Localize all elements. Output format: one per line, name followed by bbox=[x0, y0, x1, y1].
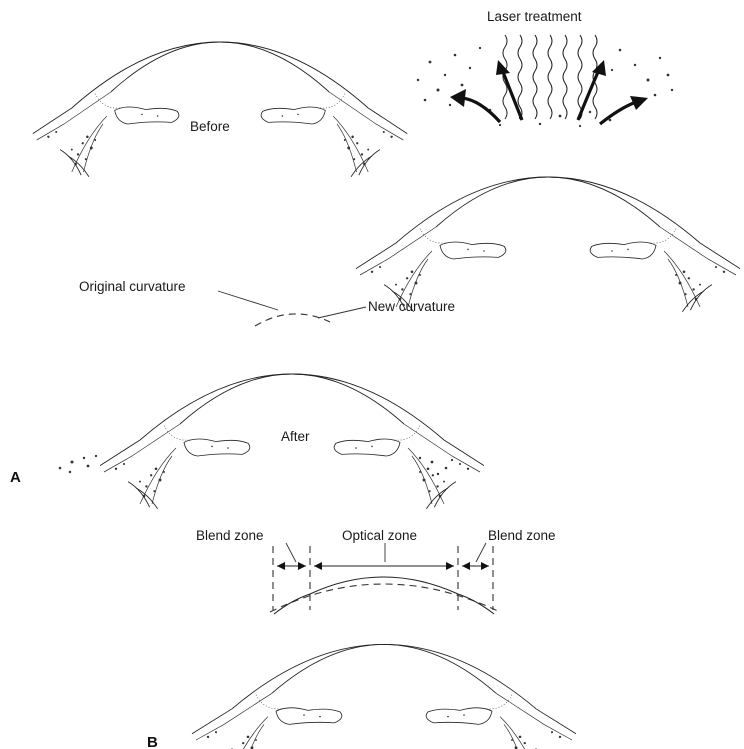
laser-treatment-label: Laser treatment bbox=[487, 9, 582, 24]
eye-cross-section-icon bbox=[356, 177, 740, 312]
eye-zones-figure bbox=[192, 644, 576, 749]
eye-cross-section-icon bbox=[192, 644, 576, 749]
eye-during-treatment-figure bbox=[356, 177, 740, 312]
eye-cross-section-icon bbox=[33, 42, 407, 177]
ablation-debris-arrow-icon bbox=[450, 60, 648, 124]
new-curvature-label: New curvature bbox=[368, 299, 455, 314]
blend-zone-right-label: Blend zone bbox=[488, 528, 556, 543]
before-label: Before bbox=[190, 119, 230, 134]
optical-zone-label: Optical zone bbox=[342, 528, 417, 543]
blend-zone-right-leader bbox=[476, 543, 486, 562]
eye-before-figure bbox=[33, 42, 407, 177]
zone-boundary-lines bbox=[273, 546, 493, 610]
ablation-debris bbox=[417, 47, 673, 127]
new-curvature-leader bbox=[318, 307, 366, 318]
after-label: After bbox=[281, 429, 310, 444]
optical-zone-new-surface bbox=[310, 577, 458, 594]
blend-zone-left-label: Blend zone bbox=[196, 528, 264, 543]
blend-zone-right-surface bbox=[458, 594, 494, 614]
panel-a-label: A bbox=[10, 469, 21, 486]
original-curvature-label: Original curvature bbox=[79, 279, 186, 294]
panel-b-label: B bbox=[147, 734, 158, 749]
lens-fragments bbox=[59, 455, 453, 475]
original-curvature-leader bbox=[218, 291, 278, 310]
zone-dimension-arrows bbox=[277, 562, 489, 570]
original-curvature-dashed-line bbox=[255, 314, 330, 326]
blend-zone-left-leader bbox=[286, 543, 296, 562]
original-profile-dashed-line bbox=[270, 584, 500, 612]
